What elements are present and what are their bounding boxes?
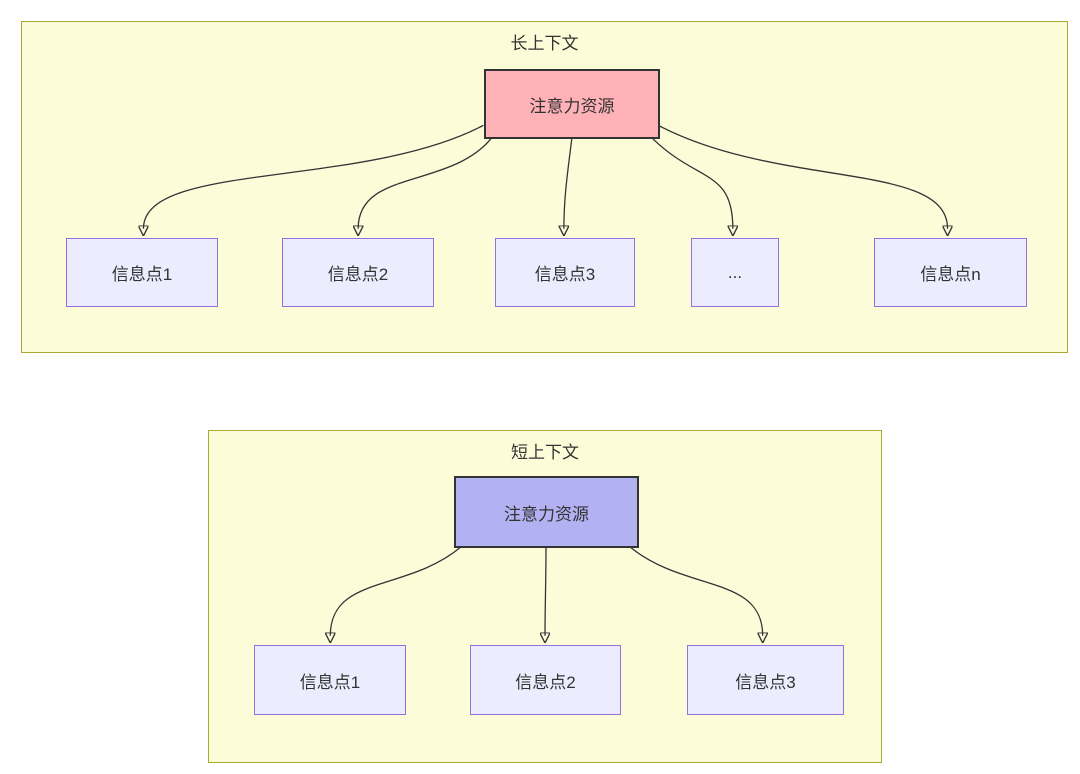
arrow-long-4 [651, 137, 733, 228]
attention-node-short: 注意力资源 [454, 476, 639, 548]
info-node-long-ellipsis-label: ... [727, 262, 743, 282]
info-node-short-3: 信息点3 [687, 645, 844, 715]
info-node-long-3-label: 信息点3 [534, 265, 596, 284]
info-node-short-2-label: 信息点2 [515, 672, 576, 692]
arrow-short-3 [630, 546, 762, 635]
arrow-long-1 [143, 124, 484, 228]
info-node-long-2-label: 信息点2 [327, 265, 389, 284]
info-node-long-ellipsis: ... [691, 238, 779, 307]
info-node-short-1-label: 信息点1 [299, 672, 361, 692]
info-node-long-n-label: 信息点n [920, 265, 981, 284]
info-node-long-2: 信息点2 [282, 238, 434, 307]
info-node-short-2: 信息点2 [470, 645, 621, 715]
panel-short-title: 短上下文 [511, 443, 579, 462]
panel-long-title: 长上下文 [510, 34, 579, 53]
info-node-long-1-label: 信息点1 [111, 265, 173, 284]
attention-node-long-label: 注意力资源 [529, 96, 615, 116]
attention-node-long: 注意力资源 [484, 69, 660, 139]
info-node-short-1: 信息点1 [254, 645, 406, 715]
info-node-short-3-label: 信息点3 [735, 672, 796, 692]
arrow-short-1 [330, 546, 461, 635]
arrow-long-5 [658, 124, 947, 228]
info-node-long-n: 信息点n [874, 238, 1027, 307]
info-node-long-3: 信息点3 [495, 238, 635, 307]
panel-long-context: 长上下文 注意力资源 信息点1 信息点2 信息点3 ... [21, 21, 1068, 353]
attention-node-short-label: 注意力资源 [504, 504, 589, 524]
panel-short-context: 短上下文 注意力资源 信息点1 信息点2 信息点3 [208, 430, 882, 763]
info-node-long-1: 信息点1 [66, 238, 218, 307]
arrow-long-3 [564, 138, 573, 228]
arrow-short-2 [545, 547, 546, 635]
arrow-long-2 [358, 137, 492, 228]
